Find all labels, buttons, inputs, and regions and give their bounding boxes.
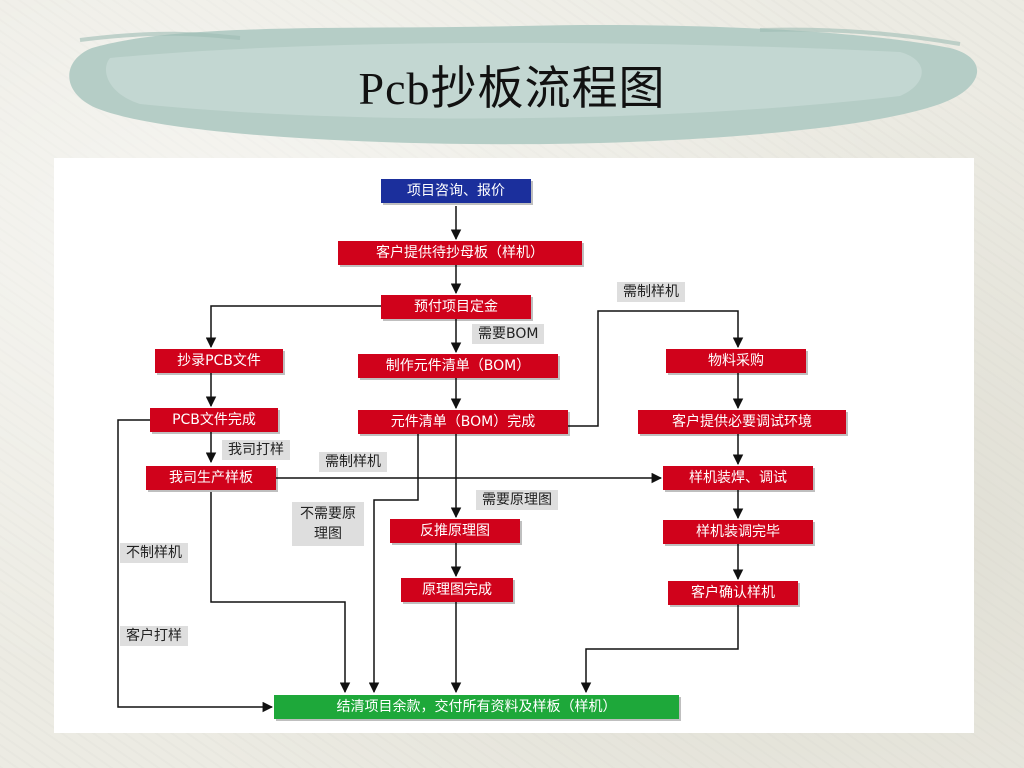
label-we-sample: 我司打样: [222, 440, 290, 460]
node-assemble-done: 样机装调完毕: [663, 520, 813, 544]
brush-stroke-banner: [69, 24, 978, 145]
slide-title: Pcb抄板流程图: [358, 63, 666, 114]
label-client-sample: 客户打样: [120, 626, 188, 646]
node-make-bom: 制作元件清单（BOM）: [358, 354, 558, 378]
node-provide-board: 客户提供待抄母板（样机）: [338, 241, 582, 265]
node-schematic-done: 原理图完成: [401, 578, 513, 602]
node-solder: 样机装焊、调试: [663, 466, 813, 490]
node-env: 客户提供必要调试环境: [638, 410, 846, 434]
node-pcb-done: PCB文件完成: [150, 408, 278, 432]
node-reverse: 反推原理图: [390, 519, 520, 543]
node-purchase: 物料采购: [666, 349, 806, 373]
label-need-bom: 需要BOM: [472, 324, 545, 344]
node-deposit: 预付项目定金: [381, 295, 531, 319]
label-no-schematic: 不需要原理图: [292, 502, 364, 546]
node-copy-pcb: 抄录PCB文件: [155, 349, 283, 373]
node-produce: 我司生产样板: [146, 466, 276, 490]
label-need-sample-top: 需制样机: [617, 282, 685, 302]
label-no-sample: 不制样机: [120, 543, 188, 563]
node-confirm: 客户确认样机: [668, 581, 798, 605]
flowchart-panel: 项目咨询、报价 客户提供待抄母板（样机） 预付项目定金 抄录PCB文件 制作元件…: [54, 158, 974, 733]
label-need-sample-mid: 需制样机: [319, 452, 387, 472]
flowchart-connectors: [117, 206, 744, 713]
node-consult: 项目咨询、报价: [381, 179, 531, 203]
node-settle: 结清项目余款，交付所有资料及样板（样机）: [274, 695, 679, 719]
label-need-schematic: 需要原理图: [476, 490, 558, 510]
node-bom-done: 元件清单（BOM）完成: [358, 410, 568, 434]
